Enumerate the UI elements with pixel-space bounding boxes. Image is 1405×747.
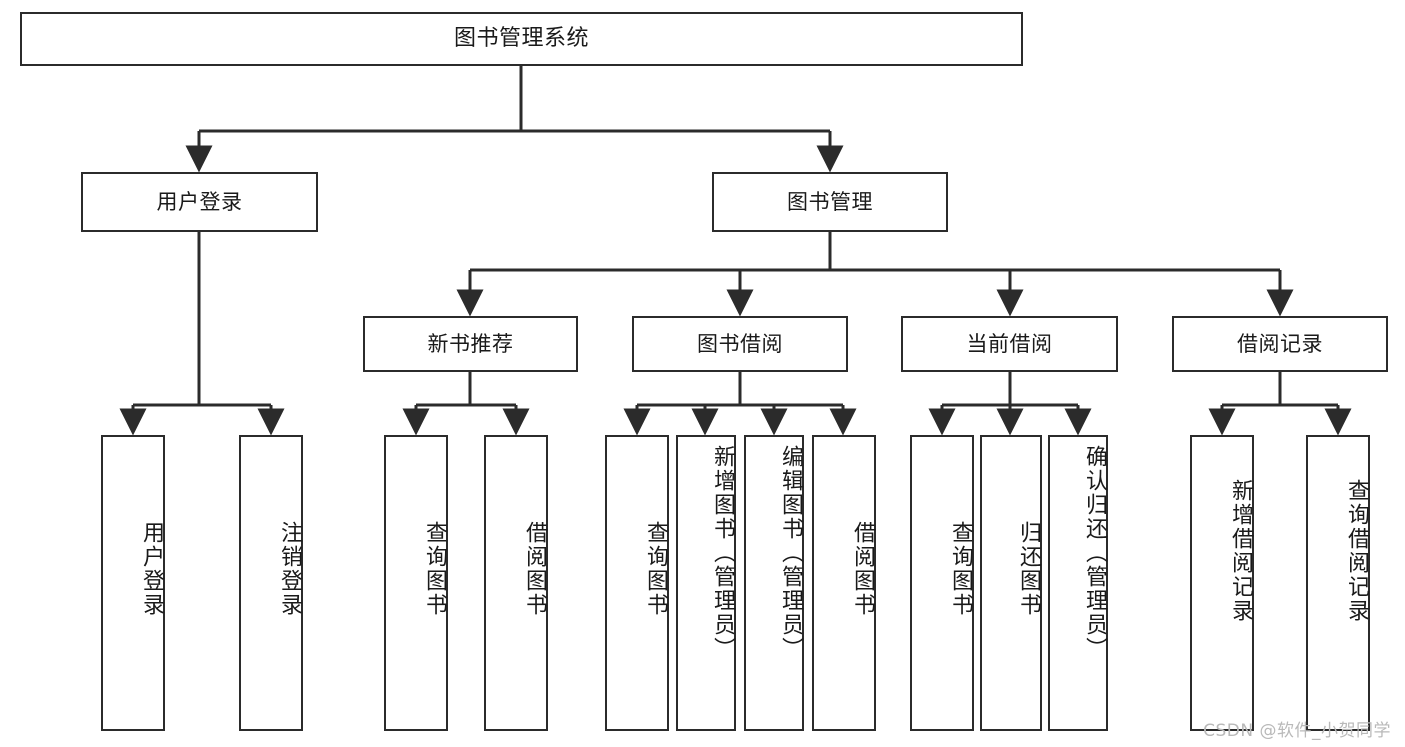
node-leaf-confirm-return-label: 确认归还（管理员） — [1082, 445, 1107, 661]
node-leaf-borrow-book-2-label: 借阅图书 — [850, 521, 875, 617]
node-leaf-borrow-book-1[interactable]: 借阅图书 — [484, 435, 548, 731]
node-borrow-record[interactable]: 借阅记录 — [1172, 316, 1388, 372]
node-leaf-add-record-label: 新增借阅记录 — [1228, 479, 1253, 623]
node-leaf-return-book[interactable]: 归还图书 — [980, 435, 1042, 731]
node-leaf-query-book-3-label: 查询图书 — [948, 521, 973, 617]
node-leaf-borrow-book-2[interactable]: 借阅图书 — [812, 435, 876, 731]
node-leaf-confirm-return[interactable]: 确认归还（管理员） — [1048, 435, 1108, 731]
node-leaf-add-book-label: 新增图书（管理员） — [710, 445, 735, 661]
node-leaf-add-record[interactable]: 新增借阅记录 — [1190, 435, 1254, 731]
node-user-login-label: 用户登录 — [156, 189, 243, 214]
node-leaf-edit-book-label: 编辑图书（管理员） — [778, 445, 803, 661]
node-leaf-edit-book[interactable]: 编辑图书（管理员） — [744, 435, 804, 731]
node-borrow-record-label: 借阅记录 — [1237, 331, 1323, 356]
node-root-label: 图书管理系统 — [453, 26, 589, 52]
node-leaf-user-login-label: 用户登录 — [139, 521, 164, 617]
node-leaf-borrow-book-1-label: 借阅图书 — [522, 521, 547, 617]
node-leaf-query-book-3[interactable]: 查询图书 — [910, 435, 974, 731]
node-current-borrow-label: 当前借阅 — [966, 331, 1053, 356]
node-new-book-recommend[interactable]: 新书推荐 — [363, 316, 578, 372]
node-leaf-query-book-2-label: 查询图书 — [643, 521, 668, 617]
node-leaf-user-login[interactable]: 用户登录 — [101, 435, 165, 731]
node-leaf-query-book-1-label: 查询图书 — [422, 521, 447, 617]
node-book-manage[interactable]: 图书管理 — [712, 172, 948, 232]
node-leaf-return-book-label: 归还图书 — [1016, 521, 1041, 617]
node-user-login[interactable]: 用户登录 — [81, 172, 318, 232]
node-root[interactable]: 图书管理系统 — [20, 12, 1023, 66]
node-current-borrow[interactable]: 当前借阅 — [901, 316, 1118, 372]
node-new-book-recommend-label: 新书推荐 — [427, 331, 514, 356]
node-leaf-query-book-1[interactable]: 查询图书 — [384, 435, 448, 731]
node-leaf-query-record[interactable]: 查询借阅记录 — [1306, 435, 1370, 731]
node-book-borrow[interactable]: 图书借阅 — [632, 316, 848, 372]
node-book-manage-label: 图书管理 — [787, 189, 873, 214]
node-book-borrow-label: 图书借阅 — [697, 331, 783, 356]
node-leaf-query-book-2[interactable]: 查询图书 — [605, 435, 669, 731]
node-leaf-logout-login[interactable]: 注销登录 — [239, 435, 303, 731]
watermark-text: CSDN @软件_小贺同学 — [1203, 721, 1391, 741]
node-leaf-query-record-label: 查询借阅记录 — [1344, 479, 1369, 623]
node-leaf-add-book[interactable]: 新增图书（管理员） — [676, 435, 736, 731]
node-leaf-logout-login-label: 注销登录 — [277, 521, 302, 617]
